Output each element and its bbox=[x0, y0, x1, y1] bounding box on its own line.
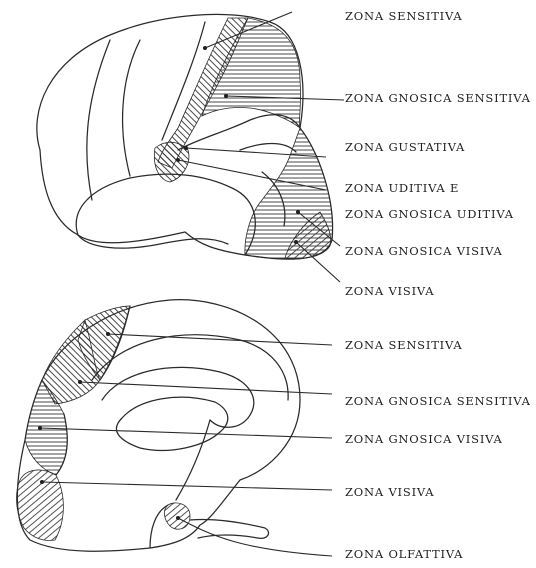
dot-medial-gnosica-visiva bbox=[38, 426, 42, 430]
dot-medial-gnosica-sensitiva bbox=[78, 380, 82, 384]
leader-medial-visiva bbox=[42, 482, 332, 490]
leader-medial-gnosica-visiva bbox=[40, 428, 332, 438]
label-medial-gnosica-sensitiva: ZONA GNOSICA SENSITIVA bbox=[345, 396, 531, 408]
label-medial-olfattiva: ZONA OLFATTIVA bbox=[345, 549, 463, 561]
label-lateral-gnosica-sensitiva: ZONA GNOSICA SENSITIVA bbox=[345, 93, 531, 105]
lateral-sulcus-2 bbox=[87, 40, 110, 200]
label-lateral-visiva: ZONA VISIVA bbox=[345, 286, 434, 298]
lateral-sulcus-3 bbox=[123, 40, 140, 176]
dot-lateral-sensitiva bbox=[203, 46, 207, 50]
label-medial-gnosica-visiva: ZONA GNOSICA VISIVA bbox=[345, 434, 503, 446]
lateral-gustatory-zone bbox=[154, 142, 189, 182]
label-lateral-gustativa: ZONA GUSTATIVA bbox=[345, 142, 465, 154]
medial-brainstem bbox=[190, 519, 269, 538]
dot-lateral-uditiva bbox=[176, 158, 180, 162]
label-lateral-gnosica-uditiva: ZONA GNOSICA UDITIVA bbox=[345, 209, 514, 221]
medial-olfactory-zone bbox=[164, 503, 190, 529]
dot-lateral-gnosica-sensitiva bbox=[224, 94, 228, 98]
dot-medial-olfattiva bbox=[176, 516, 180, 520]
label-medial-visiva: ZONA VISIVA bbox=[345, 487, 434, 499]
lateral-sulcus-4 bbox=[240, 144, 296, 153]
leader-medial-gnosica-sensitiva bbox=[80, 382, 332, 394]
medial-inner-arch bbox=[116, 397, 227, 450]
lateral-brain-view bbox=[37, 12, 344, 282]
label-lateral-sensitiva: ZONA SENSITIVA bbox=[345, 11, 462, 23]
dot-lateral-gnosica-visiva bbox=[294, 240, 298, 244]
label-medial-sensitiva: ZONA SENSITIVA bbox=[345, 340, 462, 352]
label-lateral-gnosica-visiva: ZONA GNOSICA VISIVA bbox=[345, 246, 503, 258]
dot-lateral-gustativa bbox=[184, 146, 188, 150]
medial-lower-arch bbox=[176, 420, 210, 500]
label-lateral-uditiva-e: ZONA UDITIVA E bbox=[345, 183, 459, 195]
dot-lateral-gnosica-uditiva bbox=[296, 210, 300, 214]
medial-brain-view bbox=[17, 300, 332, 556]
dot-medial-visiva bbox=[40, 480, 44, 484]
dot-medial-sensitiva bbox=[106, 332, 110, 336]
